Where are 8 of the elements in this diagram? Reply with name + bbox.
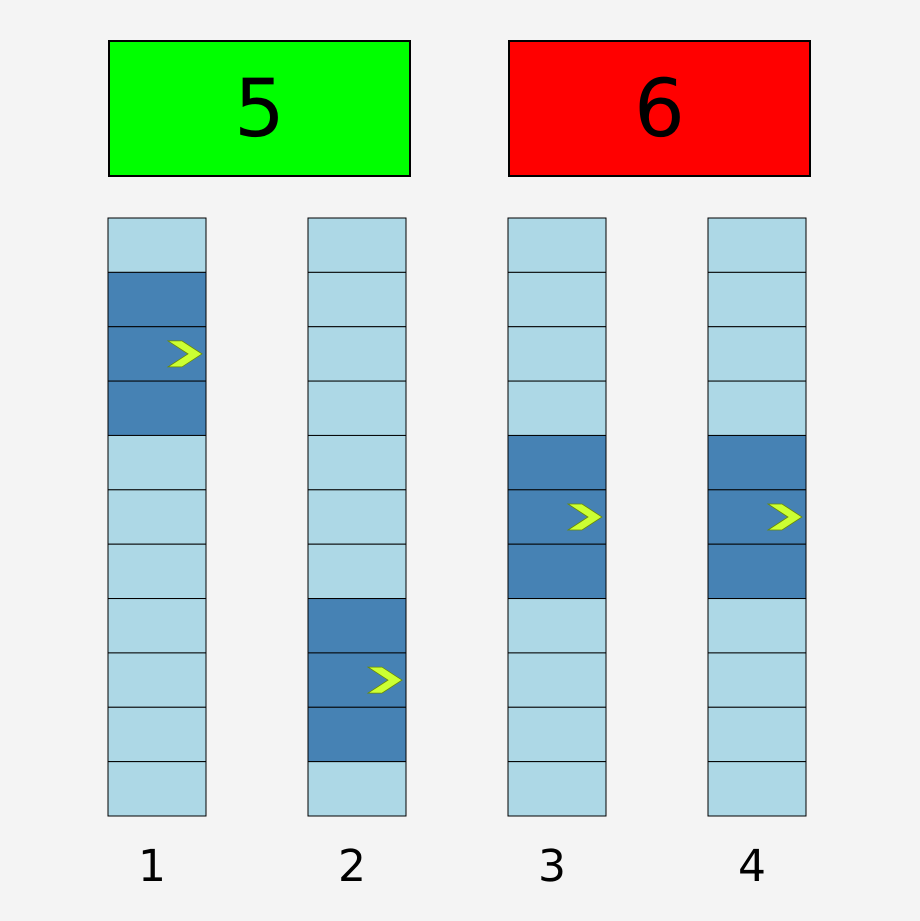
column-number: 3 bbox=[538, 845, 566, 889]
column-number: 1 bbox=[138, 845, 166, 889]
number-box bbox=[108, 40, 411, 177]
column-number: 4 bbox=[738, 845, 766, 889]
column-number: 2 bbox=[338, 845, 366, 889]
number-box bbox=[508, 40, 811, 177]
box-number: 5 bbox=[234, 68, 285, 148]
box-number: 6 bbox=[634, 68, 685, 148]
